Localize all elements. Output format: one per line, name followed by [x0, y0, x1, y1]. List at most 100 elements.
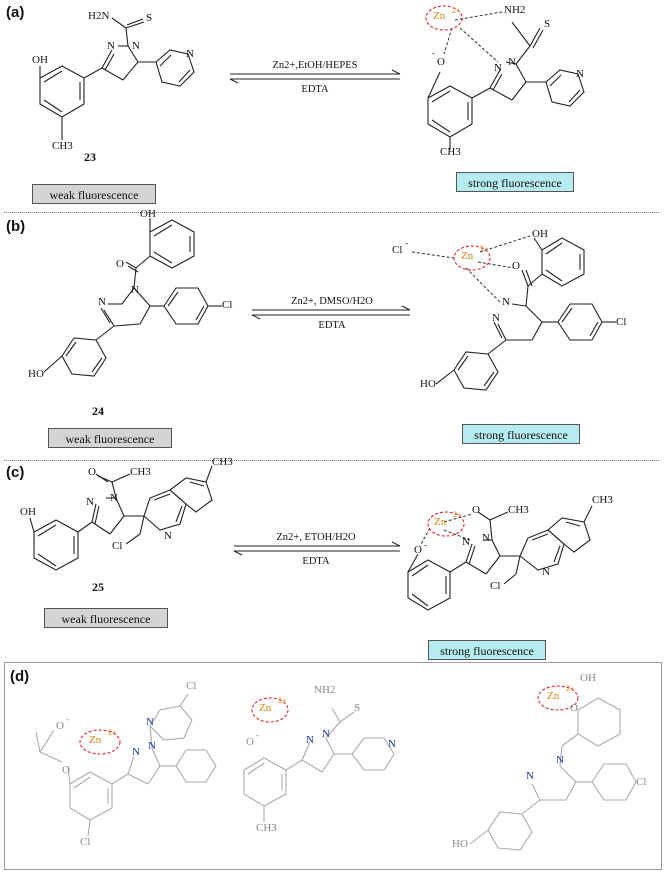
atom-cl: Cl	[222, 299, 233, 311]
zn-charge: 2+	[278, 696, 287, 705]
atom-ch3: CH3	[130, 466, 151, 478]
atom-ho: HO	[452, 838, 468, 850]
compound-25-structure	[29, 465, 213, 571]
zn-charge: 2+	[108, 728, 117, 737]
reaction-arrows	[229, 69, 411, 556]
atom-o: O	[437, 56, 445, 68]
separator-ab	[4, 212, 659, 213]
atom-n: N	[148, 740, 156, 752]
atom-cl: Cl	[80, 836, 91, 848]
atom-n: N	[576, 68, 584, 80]
atom-nh2: NH2	[314, 684, 336, 696]
atom-minus: -	[256, 730, 259, 740]
atom-oh: OH	[580, 672, 596, 684]
zn-charge: 2+	[480, 244, 489, 253]
atom-n: N	[132, 746, 140, 758]
atom-cl: Cl	[636, 776, 647, 788]
panel-label-c: (c)	[6, 464, 25, 481]
atom-o: O	[116, 258, 124, 270]
atom-n: N	[164, 530, 172, 542]
atom-o: O	[570, 702, 578, 714]
weak-fluorescence-c: weak fluorescence	[44, 608, 168, 628]
atom-ch3: CH3	[440, 146, 461, 158]
compound-number-23: 23	[84, 150, 96, 164]
zn-label: Zn	[433, 10, 446, 22]
condition-c-bottom: EDTA	[302, 556, 330, 567]
atom-cl: Cl	[392, 244, 403, 256]
atom-n: N	[492, 312, 500, 324]
zn-complex-b-structure	[435, 237, 616, 391]
atom-ch3: CH3	[256, 822, 277, 834]
atom-n: N	[542, 566, 550, 578]
panel-d-frame	[4, 662, 662, 870]
compound-23-structure	[39, 17, 195, 140]
condition-a-bottom: EDTA	[301, 84, 329, 95]
atom-n: N	[186, 48, 194, 60]
zn-label: Zn	[89, 734, 102, 746]
atom-ch3: CH3	[212, 456, 233, 468]
atom-o: O	[62, 764, 70, 776]
atom-ho: HO	[420, 378, 436, 390]
atom-oh: OH	[532, 228, 548, 240]
atom-minus: -	[405, 238, 408, 248]
atom-o: O	[88, 466, 96, 478]
compound-number-24: 24	[92, 404, 104, 418]
atom-minus: -	[66, 714, 69, 724]
atom-oh: OH	[32, 54, 48, 66]
atom-cl: Cl	[616, 316, 627, 328]
panel-label-a: (a)	[6, 4, 25, 21]
atom-minus: -	[424, 540, 427, 550]
atom-ch3: CH3	[52, 140, 73, 152]
atom-n: N	[502, 296, 510, 308]
atom-s: S	[544, 18, 551, 30]
atom-oh: OH	[140, 208, 156, 220]
atom-n: N	[98, 296, 106, 308]
atom-ch3: CH3	[592, 494, 613, 506]
zn-charge: 2+	[566, 684, 575, 693]
atom-n: N	[556, 754, 564, 766]
atom-n: N	[146, 716, 154, 728]
zn-label: Zn	[547, 690, 560, 702]
atom-o: O	[414, 544, 422, 556]
atom-n: N	[508, 56, 516, 68]
atom-n: N	[86, 496, 94, 508]
atom-n: N	[494, 62, 502, 74]
zn-complex-a-structure	[427, 21, 585, 150]
atom-o: O	[246, 736, 254, 748]
atom-minus: -	[432, 48, 435, 58]
atom-n: N	[526, 770, 534, 782]
atom-n: N	[131, 284, 139, 296]
weak-fluorescence-b: weak fluorescence	[48, 428, 172, 448]
zn-charge: 2+	[452, 6, 461, 15]
atom-cl: Cl	[186, 680, 197, 692]
zn-label: Zn	[461, 250, 474, 262]
zn-label: Zn	[434, 516, 447, 528]
atom-n: N	[322, 728, 330, 740]
weak-fluorescence-a: weak fluorescence	[32, 184, 156, 204]
atom-n: N	[110, 492, 118, 504]
compound-number-25: 25	[92, 580, 104, 594]
atom-ho: HO	[28, 368, 44, 380]
zn-charge: 2+	[453, 510, 462, 519]
atom-cl: Cl	[490, 580, 501, 592]
atom-n: N	[462, 536, 470, 548]
atom-n: N	[482, 532, 490, 544]
zn-complex-c-structure	[407, 505, 593, 611]
strong-fluorescence-b: strong fluorescence	[462, 424, 580, 444]
strong-fluorescence-c: strong fluorescence	[428, 640, 546, 660]
condition-c-top: Zn2+, ETOH/H2O	[276, 532, 356, 543]
atom-h2n: H2N	[88, 10, 110, 22]
atom-n: N	[306, 734, 314, 746]
condition-b-top: Zn2+, DMSO/H2O	[291, 296, 373, 307]
condition-a-top: Zn2+,EtOH/HEPES	[272, 60, 358, 71]
atom-oh: OH	[20, 506, 36, 518]
atom-n: N	[388, 738, 396, 750]
atom-o: O	[56, 720, 64, 732]
panel-d-structures	[35, 693, 637, 851]
compound-24-structure	[43, 218, 222, 377]
atom-n: N	[132, 40, 140, 52]
atom-o: O	[512, 260, 520, 272]
atom-o: O	[472, 504, 480, 516]
separator-bc	[4, 460, 659, 461]
